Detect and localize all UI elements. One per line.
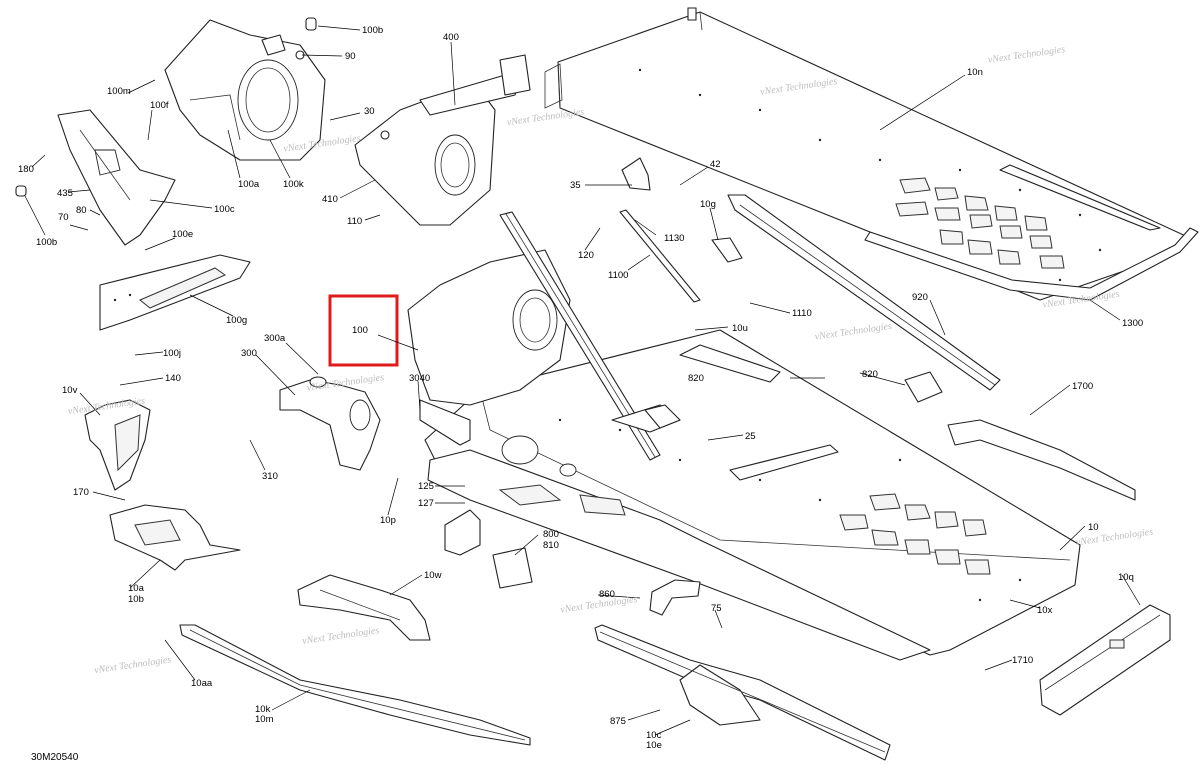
frame-bracket-100c	[57, 109, 176, 246]
callout-920: 920	[912, 292, 928, 303]
callout-42: 42	[710, 159, 721, 170]
bracket-170	[109, 504, 241, 571]
bracket-10v	[84, 399, 151, 491]
front-frame-100a	[164, 19, 326, 161]
callout-125: 125	[418, 481, 434, 492]
callout-100g: 100g	[226, 315, 247, 326]
callout-70: 70	[58, 212, 69, 223]
svg-text:vNext Technologies: vNext Technologies	[94, 654, 173, 676]
callout-10b: 10b	[128, 594, 144, 605]
side-rail-1300	[864, 227, 1199, 301]
callout-435: 435	[57, 188, 73, 199]
callout-10w: 10w	[424, 570, 442, 581]
callout-300a: 300a	[264, 333, 286, 344]
svg-text:vNext Technologies: vNext Technologies	[987, 44, 1066, 66]
callout-35: 35	[570, 180, 581, 191]
cover-cutouts	[895, 177, 1065, 269]
svg-text:vNext Technologies: vNext Technologies	[814, 321, 893, 343]
callout-10v: 10v	[62, 385, 78, 396]
callout-100c: 100c	[214, 204, 235, 215]
callout-820a: 820	[688, 373, 704, 384]
callout-410: 410	[322, 194, 338, 205]
steering-bracket-300	[279, 376, 381, 471]
callout-860: 860	[599, 589, 615, 600]
callout-10u: 10u	[732, 323, 748, 334]
tunnel-cutouts	[839, 493, 991, 575]
skid-plate-100g	[99, 254, 251, 331]
callout-10p: 10p	[380, 515, 396, 526]
callout-10aa: 10aa	[191, 678, 213, 689]
callout-labels: 100b 90 400 10n 100m 100f 30 180 435 100…	[18, 25, 1143, 751]
callout-1130: 1130	[664, 233, 684, 244]
callout-100m: 100m	[107, 86, 131, 97]
callout-10g: 10g	[700, 199, 716, 210]
callout-10e: 10e	[646, 740, 662, 751]
callout-25: 25	[745, 431, 756, 442]
callout-100e: 100e	[172, 229, 193, 240]
callout-100: 100	[352, 325, 368, 336]
callout-1110: 1110	[792, 308, 812, 319]
callout-1100: 1100	[608, 270, 628, 281]
callout-100k: 100k	[283, 179, 304, 190]
callout-10q: 10q	[1118, 572, 1134, 583]
callout-10k: 10k	[255, 704, 271, 715]
main-tunnel-10	[424, 329, 1081, 661]
callout-400: 400	[443, 32, 459, 43]
highlight-box	[328, 294, 399, 367]
callout-875: 875	[610, 716, 626, 727]
callout-120: 120	[578, 250, 594, 261]
front-frame-100	[407, 249, 571, 446]
callout-10: 10	[1088, 522, 1099, 533]
callout-100f: 100f	[150, 100, 169, 111]
callout-310: 310	[262, 471, 278, 482]
callout-100b-2: 100b	[36, 237, 57, 248]
rear-crossmember-10q	[1039, 604, 1171, 716]
callout-800: 800	[543, 529, 559, 540]
callout-3040: 3040	[409, 373, 430, 384]
callout-80: 80	[76, 205, 87, 216]
callout-170: 170	[73, 487, 89, 498]
steering-strut	[499, 211, 661, 461]
callout-10x: 10x	[1037, 605, 1053, 616]
tunnel-cover-10n	[544, 7, 1191, 301]
callout-10a: 10a	[128, 583, 145, 594]
bottom-rail-10k	[179, 624, 531, 746]
svg-text:vNext Technologies: vNext Technologies	[506, 107, 585, 129]
callout-1710: 1710	[1012, 655, 1033, 666]
callout-100a: 100a	[238, 179, 260, 190]
callout-1700: 1700	[1072, 381, 1093, 392]
callout-10c: 10c	[646, 730, 662, 741]
callout-30: 30	[364, 106, 375, 117]
callout-110: 110	[347, 216, 362, 227]
callout-300: 300	[241, 348, 257, 359]
callout-820b: 820	[862, 369, 878, 380]
callout-75: 75	[711, 603, 722, 614]
callout-10m: 10m	[255, 714, 274, 725]
callout-100j: 100j	[163, 348, 181, 359]
leader-lines	[24, 25, 1141, 736]
callout-1300: 1300	[1122, 318, 1143, 329]
callout-100b: 100b	[362, 25, 383, 36]
lower-frame-10c	[594, 624, 891, 761]
svg-text:vNext Technologies: vNext Technologies	[301, 625, 380, 647]
callout-127: 127	[418, 498, 434, 509]
bracket-10w	[297, 574, 431, 641]
callout-180: 180	[18, 164, 34, 175]
callout-10n: 10n	[967, 67, 983, 78]
callout-810: 810	[543, 540, 559, 551]
callout-90: 90	[345, 51, 356, 62]
callout-140: 140	[165, 373, 181, 384]
figure-id: 30M20540	[31, 752, 79, 763]
steering-frame-400	[354, 54, 531, 226]
